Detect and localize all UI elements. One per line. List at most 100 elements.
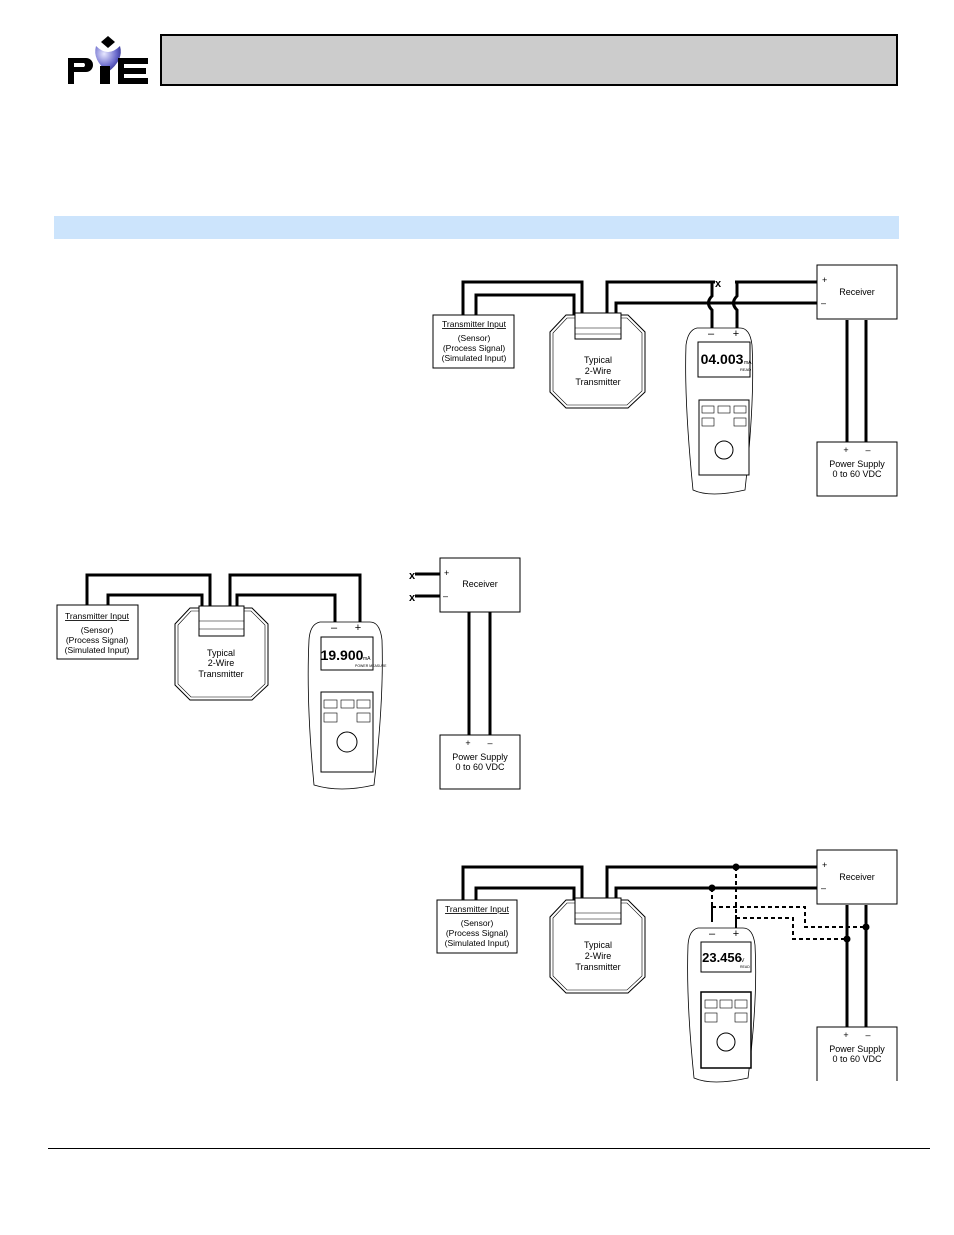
calibrator-display [320,636,374,671]
junction-dot [862,923,870,931]
transmitter-label: 2-Wire [585,951,612,961]
receiver-label: Receiver [839,872,875,882]
transmitter-input-line: (Sensor) [461,918,494,928]
dashed-lead [736,917,847,940]
plus-terminal-label: + [733,328,739,340]
display-value: 23.456 [702,950,742,965]
wire [474,886,576,903]
transmitter-input-title: Transmitter Input [65,611,130,621]
pie-logo-icon [68,36,148,84]
wire [461,865,584,903]
display-mode: POWER MEASURE [355,664,387,668]
transmitter-input-line: (Simulated Input) [445,938,510,948]
wire [235,593,337,622]
wire [474,293,576,318]
calibrator: – + 23.456 V READ [687,927,757,1083]
wire [85,573,212,611]
receiver-plus: + [822,275,827,285]
display-value: 19.900 [321,647,364,663]
transmitter-label: Typical [584,355,612,365]
calibrator-keypad [700,991,752,1069]
wire [228,573,362,622]
calibrator: – + 19.900 mA POWER MEASURE [307,621,387,790]
power-supply-label: 0 to 60 VDC [832,1054,882,1064]
power-minus: – [487,738,492,748]
diagram-1: x Transmitter Input (Sensor) (Process Si… [432,264,898,497]
junction-dot [708,884,716,892]
wire [614,886,818,903]
calibrator-knob [716,1032,736,1052]
minus-terminal-label: – [708,328,715,340]
wire [707,282,714,328]
calibrator-display [700,941,752,973]
receiver-plus: + [444,568,449,578]
transmitter-input-title: Transmitter Input [442,319,507,329]
minus-terminal-label: – [709,928,716,940]
receiver-box [439,557,521,613]
display-value: 04.003 [701,351,744,367]
power-supply-label: 0 to 60 VDC [455,762,505,772]
plus-terminal-label: + [733,928,739,940]
calibrator: – + 04.003 mA READ [685,327,754,495]
calibrator-knob [714,440,734,460]
transmitter-input-line: (Process Signal) [66,635,129,645]
junction-dot [843,935,851,943]
wire [614,301,818,318]
display-mode: READ [740,367,751,372]
power-supply-box [816,441,898,497]
power-plus: + [465,738,470,748]
display-unit: mA [744,360,752,366]
dashed-lead [712,906,866,928]
power-plus: + [843,1030,848,1040]
break-mark: x [409,592,416,604]
wire [605,280,715,318]
power-supply-label: Power Supply [829,1044,885,1054]
receiver-minus: – [821,298,826,308]
transmitter-input-line: (Simulated Input) [442,353,507,363]
receiver-label: Receiver [462,579,498,589]
receiver-minus: – [443,591,448,601]
transmitter-input-box [56,604,139,660]
minus-terminal-label: – [331,622,338,634]
transmitter-input-box [432,314,515,369]
transmitter-label: 2-Wire [585,366,612,376]
wire [732,282,739,328]
break-mark: x [409,570,416,582]
calibrator-knob [336,731,358,753]
power-supply-box [816,1026,898,1081]
receiver-box [816,264,898,320]
receiver-label: Receiver [839,287,875,297]
transmitter-input-line: (Process Signal) [446,928,509,938]
transmitter-input-title: Transmitter Input [445,904,510,914]
pie-logo [66,36,150,86]
power-supply-box [439,734,521,790]
transmitter-input-line: (Sensor) [458,333,491,343]
power-plus: + [843,445,848,455]
power-supply-label: Power Supply [829,459,885,469]
transmitter: Typical 2-Wire Transmitter [549,897,646,994]
calibrator-display [697,341,751,378]
display-unit: mA [363,656,371,662]
plus-terminal-label: + [355,622,361,634]
transmitter-label: Typical [584,940,612,950]
calibrator-keypad [698,399,750,476]
section-heading-bar [54,216,899,239]
transmitter-label: Transmitter [575,962,620,972]
power-supply-label: Power Supply [452,752,508,762]
transmitter-label: Typical [207,648,235,658]
power-minus: – [865,1030,870,1040]
power-supply-label: 0 to 60 VDC [832,469,882,479]
transmitter-label: Transmitter [575,377,620,387]
wire [461,280,584,318]
receiver-plus: + [822,860,827,870]
receiver-minus: – [821,883,826,893]
transmitter: Typical 2-Wire Transmitter [174,605,269,701]
power-minus: – [865,445,870,455]
transmitter-label: Transmitter [198,669,243,679]
receiver-box [816,849,898,905]
display-mode: READ [740,965,750,969]
page-title-box [160,34,898,86]
transmitter-input-line: (Process Signal) [443,343,506,353]
wire [106,593,204,611]
